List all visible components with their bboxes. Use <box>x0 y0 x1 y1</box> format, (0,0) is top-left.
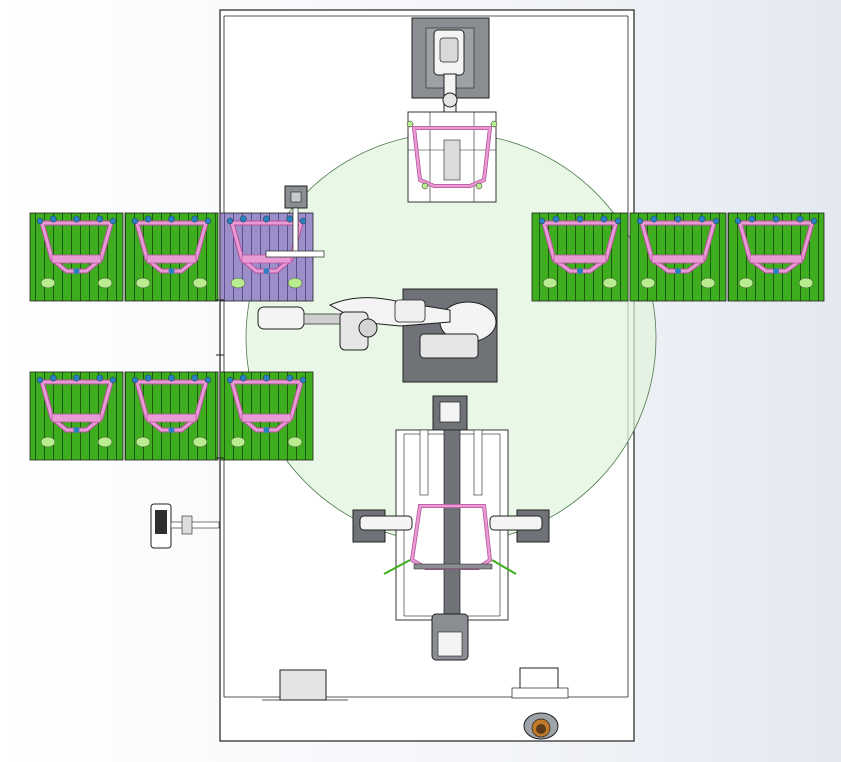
right-rack-2 <box>629 212 727 302</box>
welding-station[interactable] <box>352 395 550 661</box>
left-lower-rack-2 <box>124 371 219 461</box>
central-robot[interactable] <box>257 288 498 383</box>
left-lower-rack-3 <box>219 371 314 461</box>
control-cabinet[interactable] <box>262 669 348 701</box>
right-rack-1 <box>531 212 629 302</box>
left-upper-rack-1 <box>29 212 124 302</box>
fixture-racks <box>29 212 825 461</box>
left-upper-rack-2 <box>124 212 219 302</box>
gripper-fixture <box>406 111 498 203</box>
top-robot-station[interactable] <box>406 17 498 203</box>
tool-stand[interactable] <box>265 185 325 258</box>
operator-person-icon <box>523 712 559 740</box>
right-rack-3 <box>727 212 825 302</box>
welding-gun-stand[interactable] <box>150 503 220 549</box>
industrial-robot-icon <box>257 297 497 359</box>
operator-console[interactable] <box>511 667 569 699</box>
wall-connectors <box>216 299 224 459</box>
left-lower-rack-1 <box>29 371 124 461</box>
